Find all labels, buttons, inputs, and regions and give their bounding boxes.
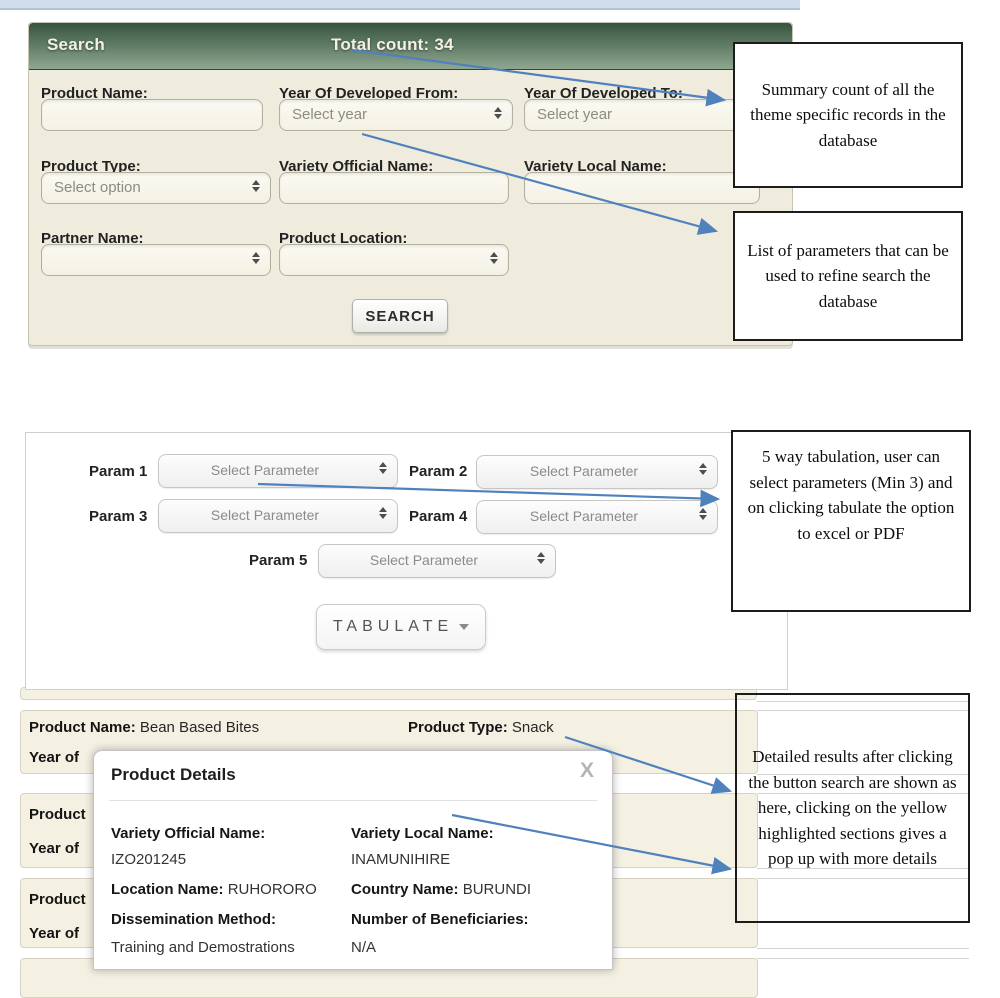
tabulation-panel: Param 1 Select Parameter Param 2 Select …	[25, 432, 788, 690]
partner-name-label: Partner Name:	[41, 230, 144, 247]
param1-select[interactable]: Select Parameter	[158, 454, 398, 488]
param5-label: Param 5	[249, 552, 308, 569]
spinner-icon	[379, 507, 387, 519]
variety-local-value: INAMUNIHIRE	[351, 851, 451, 868]
spinner-icon	[490, 252, 498, 264]
product-type-select[interactable]: Select option	[41, 172, 271, 204]
annotation-tabulation: 5 way tabulation, user can select parame…	[731, 430, 971, 612]
location-value: RUHORORO	[227, 881, 317, 898]
param1-label: Param 1	[89, 463, 148, 480]
search-panel-title: Search	[47, 35, 105, 54]
spinner-icon	[537, 552, 545, 564]
annotation-parameter-list: List of parameters that can be used to r…	[733, 211, 963, 341]
spinner-icon	[494, 107, 502, 119]
spinner-icon	[252, 180, 260, 192]
variety-official-value: IZO201245	[111, 851, 187, 868]
country-value: BURUNDI	[462, 881, 532, 898]
product-type-label: Product Type:	[41, 158, 141, 175]
popup-title: Product Details	[111, 765, 236, 784]
param3-select[interactable]: Select Parameter	[158, 499, 398, 533]
spinner-icon	[699, 508, 707, 520]
annotation-detailed-results: Detailed results after clicking the butt…	[735, 693, 970, 923]
variety-official-input[interactable]	[279, 172, 509, 204]
beneficiaries-value: N/A	[351, 939, 377, 956]
variety-local-input[interactable]	[524, 172, 760, 204]
param4-select[interactable]: Select Parameter	[476, 500, 718, 534]
param2-label: Param 2	[409, 463, 468, 480]
param4-label: Param 4	[409, 508, 468, 525]
popup-divider	[109, 800, 597, 801]
row-divider	[757, 710, 969, 711]
total-count-label: Total count: 34	[331, 35, 454, 54]
year-to-select[interactable]: Select year	[524, 99, 760, 131]
row-divider	[757, 701, 969, 702]
caret-down-icon	[459, 623, 470, 630]
param2-select[interactable]: Select Parameter	[476, 455, 718, 489]
search-button[interactable]: SEARCH	[352, 299, 448, 333]
tabulate-button[interactable]: TABULATE	[316, 604, 486, 650]
row-divider	[757, 774, 969, 775]
row-divider	[757, 793, 969, 794]
product-location-select[interactable]	[279, 244, 509, 276]
spinner-icon	[379, 462, 387, 474]
param5-select[interactable]: Select Parameter	[318, 544, 556, 578]
row-divider	[757, 958, 969, 959]
spinner-icon	[699, 463, 707, 475]
row-divider	[757, 948, 969, 949]
annotation-summary-count: Summary count of all the theme specific …	[733, 42, 963, 188]
search-panel-header: Search Total count: 34	[29, 23, 792, 70]
row-divider	[757, 868, 969, 869]
product-name-label: Product Name:	[41, 85, 148, 102]
search-panel: Search Total count: 34 Product Name: Yea…	[28, 22, 793, 346]
product-location-label: Product Location:	[279, 230, 408, 247]
dissemination-value: Training and Demostrations	[111, 939, 295, 956]
product-name-input[interactable]	[41, 99, 263, 131]
row-divider	[757, 878, 969, 879]
product-details-popup: Product Details X Variety Official Name:…	[93, 750, 613, 970]
browser-top-strip	[0, 0, 800, 10]
year-from-select[interactable]: Select year	[279, 99, 513, 131]
close-icon[interactable]: X	[579, 759, 594, 782]
spinner-icon	[252, 252, 260, 264]
param3-label: Param 3	[89, 508, 148, 525]
partner-name-select[interactable]	[41, 244, 271, 276]
